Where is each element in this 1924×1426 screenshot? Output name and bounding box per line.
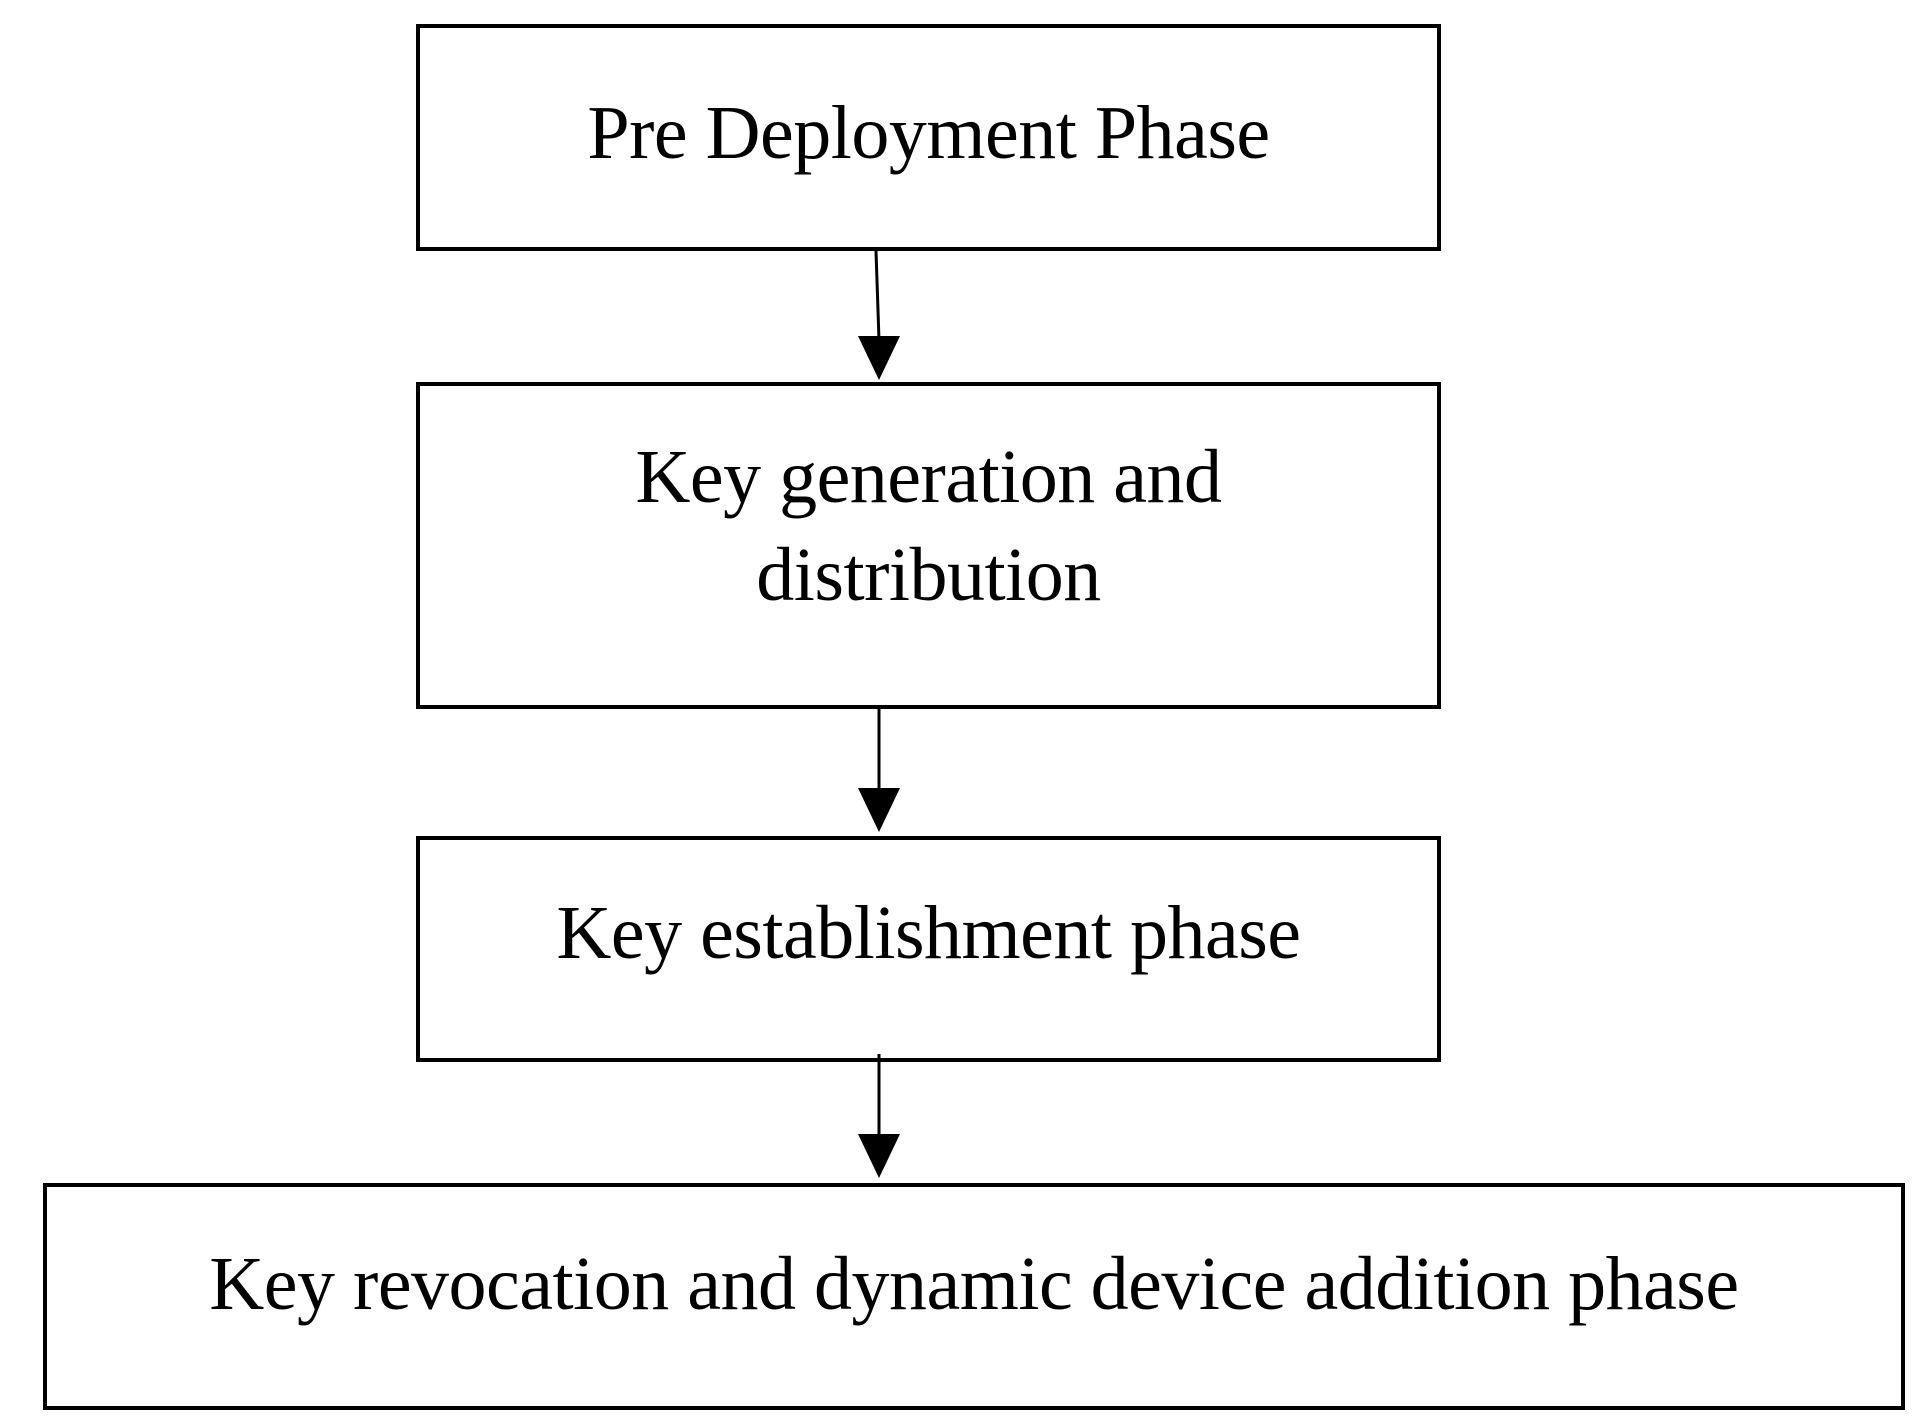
key-establishment-phase-label: Key establishment phase <box>556 891 1301 975</box>
key-revocation-device-addition-box: Key revocation and dynamic device additi… <box>43 1183 1905 1410</box>
arrow-pre-deployment-to-key-generation <box>858 250 900 380</box>
key-generation-distribution-label: Key generation and distribution <box>635 435 1222 617</box>
arrow-key-establishment-to-key-revocation <box>858 1054 900 1178</box>
pre-deployment-phase-box: Pre Deployment Phase <box>416 24 1441 251</box>
key-generation-distribution-box: Key generation and distribution <box>416 382 1441 709</box>
key-establishment-phase-box: Key establishment phase <box>416 836 1441 1062</box>
pre-deployment-phase-label: Pre Deployment Phase <box>587 91 1270 175</box>
arrow-key-generation-to-key-establishment <box>858 709 900 832</box>
key-revocation-device-addition-label: Key revocation and dynamic device additi… <box>209 1242 1739 1326</box>
